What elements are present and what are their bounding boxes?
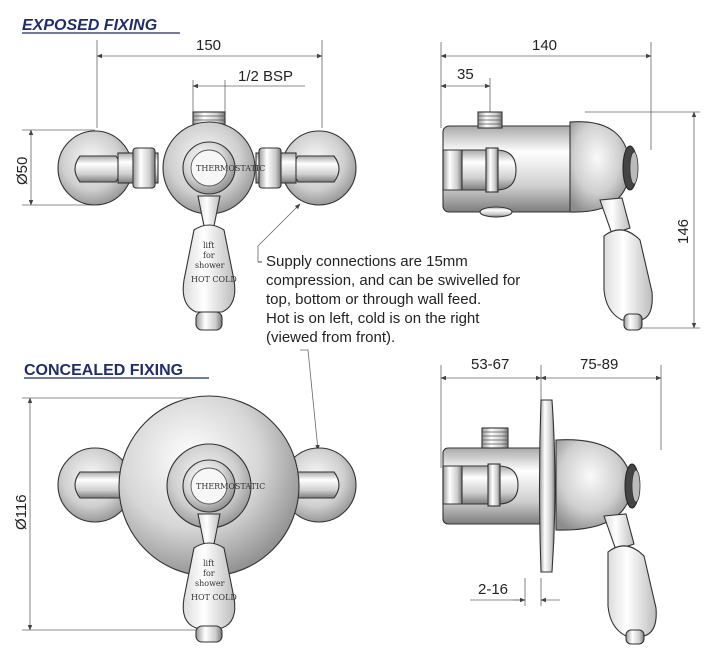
note-line-4: Hot is on left, cold is on the right [266,310,480,327]
exposed-handle-line4: HOT COLD [191,275,237,284]
dim-concealed-wall: 53-67 [471,356,509,373]
note-line-3: top, bottom or through wall feed. [266,291,481,308]
heading-concealed: CONCEALED FIXING [24,362,183,379]
heading-exposed: EXPOSED FIXING [22,17,157,34]
exposed-front-view: 150 1/2 BSP Ø50 THERMOSTATIC [14,37,357,331]
dim-exposed-dia: Ø50 [14,157,31,185]
concealed-front-view: Ø116 THERMOSTATIC lift for shower HOT CO… [13,395,357,643]
note-line-5: (viewed from front). [266,329,395,346]
dim-concealed-plate: 2-16 [478,581,508,598]
concealed-dial-text: THERMOSTATIC [196,482,265,491]
concealed-handle-line4: HOT COLD [191,593,237,602]
concealed-handle-line3: shower [195,579,225,588]
dim-concealed-front: 75-89 [580,356,618,373]
dim-side-inlet: 35 [457,66,474,83]
exposed-dial-text: THERMOSTATIC [196,164,265,173]
dim-side-depth: 140 [532,37,557,54]
dim-exposed-width: 150 [196,37,221,54]
exposed-handle-line3: shower [195,261,225,270]
exposed-side-view: 140 35 146 [440,37,700,331]
concealed-side-view: 53-67 75-89 2-16 [440,356,662,645]
concealed-handle-line1: lift [203,559,215,568]
note-line-2: compression, and can be swivelled for [266,272,520,289]
dim-concealed-dia: Ø116 [13,494,30,530]
supply-note: Supply connections are 15mm compression,… [257,203,520,451]
concealed-handle-line2: for [203,569,215,578]
exposed-handle-line1: lift [203,241,215,250]
dim-bsp: 1/2 BSP [238,68,293,85]
dim-side-height: 146 [675,219,692,244]
exposed-handle-line2: for [203,251,215,260]
note-line-1: Supply connections are 15mm [266,253,468,270]
